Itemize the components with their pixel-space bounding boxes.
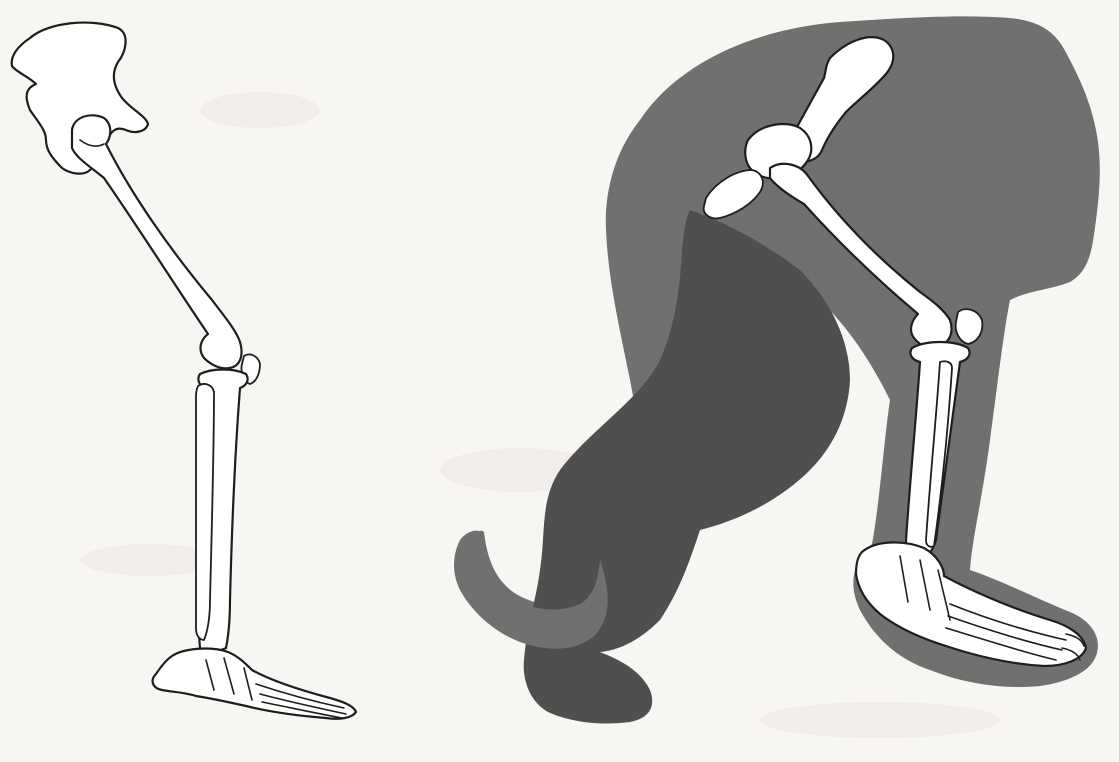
human-foot <box>153 649 356 719</box>
animal-leg-skeleton <box>454 16 1100 723</box>
animal-patella <box>956 309 983 344</box>
human-leg-skeleton <box>12 23 356 719</box>
human-femur <box>72 115 242 368</box>
